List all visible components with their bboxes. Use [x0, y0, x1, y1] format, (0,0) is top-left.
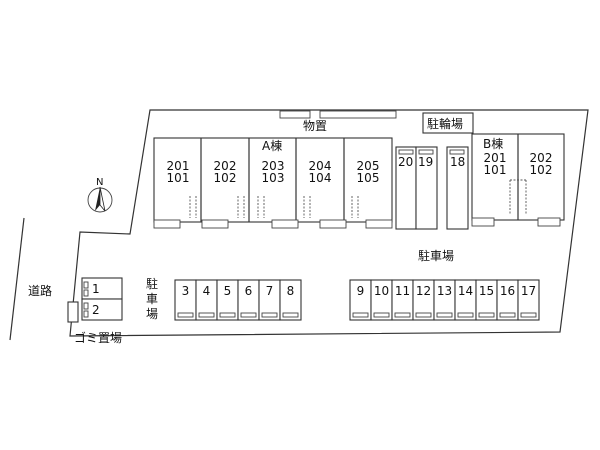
parking-space-stop: [478, 312, 495, 318]
parking-space-stop: [394, 312, 411, 318]
narrow-space-18: 18: [450, 155, 465, 169]
parking-space-stop: [499, 312, 516, 318]
parking-vertical-2: 車: [146, 292, 158, 306]
building-a-unit-upper: 205: [357, 159, 380, 173]
bike-parking-box: [422, 112, 474, 134]
parking-vertical-1: 駐: [146, 276, 158, 291]
garbage-box: [67, 301, 79, 323]
building-a-unit-lower: 103: [262, 171, 285, 185]
road-line: [9, 217, 25, 341]
parking-space-stop: [282, 312, 299, 318]
parking-space-number: 17: [521, 284, 536, 298]
north-arrow-icon: N: [87, 177, 113, 213]
parking-space-stop: [520, 312, 537, 318]
building-b-unit-upper: 202: [530, 151, 553, 165]
building-a-unit-lower: 102: [214, 171, 237, 185]
building-a: [153, 137, 393, 229]
garbage-label: ゴミ置場: [74, 330, 122, 345]
parking-space-number: 3: [182, 284, 190, 298]
site-boundary: [69, 109, 589, 337]
parking-label: 駐車場: [418, 248, 454, 263]
building-b: [471, 133, 565, 227]
parking-space-number: 8: [287, 284, 295, 298]
narrow-space-20: 20: [398, 155, 413, 169]
building-a-unit-lower: 101: [167, 171, 190, 185]
parking-space-stop: [415, 312, 432, 318]
building-b-unit-upper: 201: [484, 151, 507, 165]
parking-space: [517, 279, 540, 321]
building-a-unit-upper: 202: [214, 159, 237, 173]
parking-space-stop: [177, 312, 194, 318]
north-label: N: [96, 177, 103, 188]
left-space-2: 2: [92, 303, 100, 317]
narrow-space-group: [395, 146, 469, 230]
parking-space-stop: [457, 312, 474, 318]
parking-space: [279, 279, 302, 321]
road-label: 道路: [28, 283, 52, 298]
building-b-unit-lower: 102: [530, 163, 553, 177]
parking-space-number: 11: [395, 284, 410, 298]
parking-space-number: 9: [357, 284, 365, 298]
left-space-group: [81, 277, 123, 321]
parking-space-stop: [198, 312, 215, 318]
parking-space-stop: [352, 312, 369, 318]
parking-space-stop: [436, 312, 453, 318]
parking-space-stop: [240, 312, 257, 318]
building-a-unit-upper: 204: [309, 159, 332, 173]
parking-space-number: 6: [245, 284, 253, 298]
narrow-space-19: 19: [418, 155, 433, 169]
building-a-unit-lower: 105: [357, 171, 380, 185]
parking-vertical-3: 場: [146, 307, 158, 321]
parking-space-number: 15: [479, 284, 494, 298]
building-a-unit-upper: 201: [167, 159, 190, 173]
building-a-unit-upper: 203: [262, 159, 285, 173]
building-b-label: B棟: [483, 136, 503, 151]
storage-units: [279, 110, 397, 119]
parking-space-number: 5: [224, 284, 232, 298]
parking-space-number: 7: [266, 284, 274, 298]
parking-space-stop: [219, 312, 236, 318]
building-b-unit-lower: 101: [484, 163, 507, 177]
left-space-1: 1: [92, 282, 100, 296]
storage-label: 物置: [303, 119, 327, 133]
parking-space-number: 4: [203, 284, 211, 298]
parking-space-number: 14: [458, 284, 473, 298]
parking-space-stop: [373, 312, 390, 318]
parking-space-number: 12: [416, 284, 431, 298]
parking-space-number: 13: [437, 284, 452, 298]
bike-parking-label: 駐輪場: [427, 116, 463, 131]
parking-space-number: 16: [500, 284, 515, 298]
parking-space-number: 10: [374, 284, 389, 298]
parking-space-stop: [261, 312, 278, 318]
building-a-label: A棟: [262, 138, 282, 153]
building-a-unit-lower: 104: [309, 171, 332, 185]
